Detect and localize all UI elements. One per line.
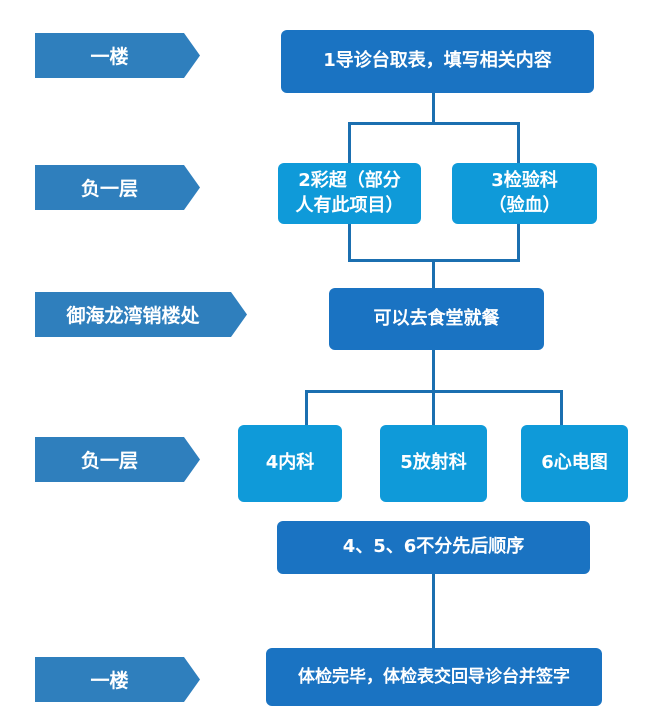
connector: [432, 259, 435, 289]
step-ultrasound: 2彩超（部分 人有此项目）: [278, 163, 421, 224]
step-ecg-label: 6心电图: [541, 452, 608, 474]
connector: [432, 390, 435, 426]
step-ultrasound-line2: 人有此项目）: [295, 194, 404, 216]
connector: [517, 223, 520, 261]
step-canteen-label: 可以去食堂就餐: [373, 307, 500, 329]
floor-tag-5: 一楼: [35, 657, 200, 702]
floor-tag-5-label: 一楼: [90, 670, 129, 692]
step-finish-label: 体检完毕，体检表交回导诊台并签字: [298, 666, 570, 687]
step-lab-line1: 3检验科: [491, 170, 558, 192]
step-canteen: 可以去食堂就餐: [329, 288, 544, 350]
floor-tag-4: 负一层: [35, 437, 200, 482]
step-finish: 体检完毕，体检表交回导诊台并签字: [266, 648, 602, 706]
connector: [432, 573, 435, 649]
connector: [348, 223, 351, 261]
step-internal-medicine-label: 4内科: [265, 452, 315, 474]
connector: [432, 350, 435, 392]
step-intake-label: 1导诊台取表，填写相关内容: [323, 50, 552, 72]
connector: [560, 390, 563, 426]
floor-tag-1: 一楼: [35, 33, 200, 78]
step-radiology: 5放射科: [380, 425, 487, 502]
floor-tag-2: 负一层: [35, 165, 200, 210]
connector: [348, 122, 520, 125]
connector: [517, 122, 520, 164]
connector: [348, 122, 351, 164]
connector: [305, 390, 308, 426]
step-order-note: 4、5、6不分先后顺序: [277, 521, 590, 574]
step-internal-medicine: 4内科: [238, 425, 342, 502]
step-lab-line2: （验血）: [488, 194, 561, 216]
floor-tag-3-label: 御海龙湾销楼处: [66, 305, 200, 327]
floor-tag-1-label: 一楼: [90, 46, 129, 68]
step-order-note-label: 4、5、6不分先后顺序: [342, 536, 525, 558]
floor-tag-2-label: 负一层: [80, 178, 138, 200]
step-radiology-label: 5放射科: [400, 452, 467, 474]
floor-tag-4-label: 负一层: [80, 450, 138, 472]
floor-tag-3: 御海龙湾销楼处: [35, 292, 247, 337]
step-ultrasound-line1: 2彩超（部分: [298, 170, 401, 192]
step-ecg: 6心电图: [521, 425, 628, 502]
step-intake: 1导诊台取表，填写相关内容: [281, 30, 594, 93]
step-lab: 3检验科 （验血）: [452, 163, 597, 224]
connector: [432, 93, 435, 123]
